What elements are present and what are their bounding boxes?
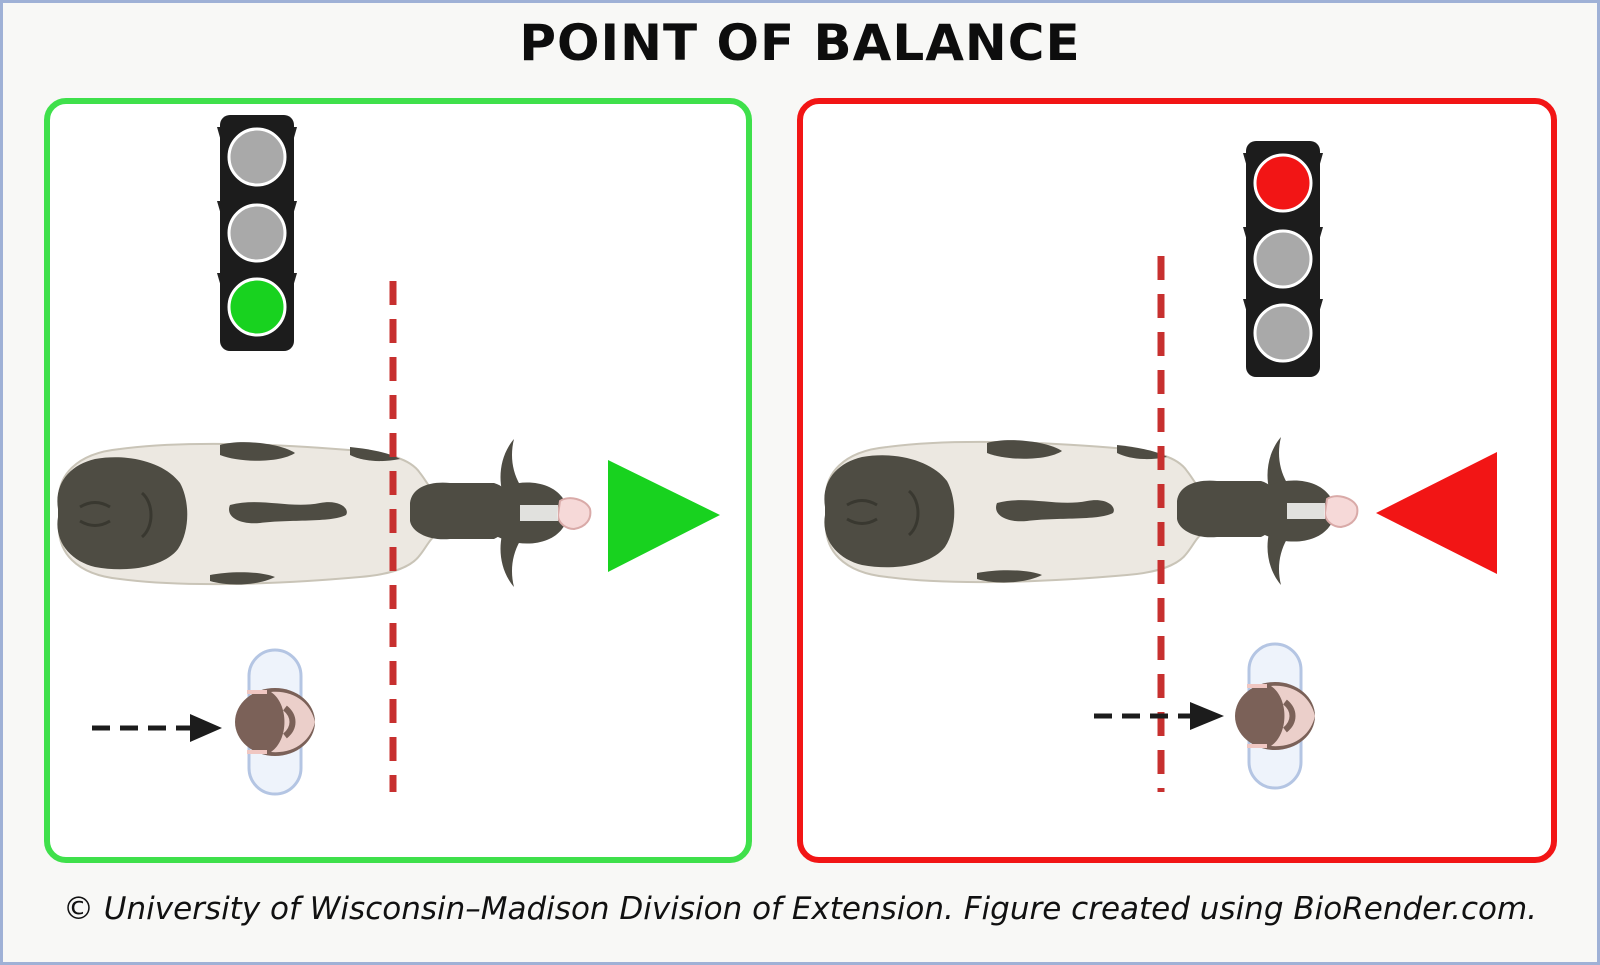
cow-icon xyxy=(55,437,592,589)
figure-title: POINT OF BALANCE xyxy=(519,14,1081,72)
copyright-caption: © University of Wisconsin–Madison Divisi… xyxy=(62,891,1538,927)
direction-arrow-icon xyxy=(608,460,720,572)
dashed-arrow-icon xyxy=(92,714,222,742)
traffic-light-icon xyxy=(1243,141,1323,377)
green-light xyxy=(227,277,287,337)
person-icon xyxy=(235,650,315,794)
traffic-light-icon xyxy=(217,115,297,351)
dashed-arrow-icon xyxy=(1094,702,1224,730)
person-icon xyxy=(1235,644,1315,788)
red-light xyxy=(1253,153,1313,213)
direction-arrow-icon xyxy=(1376,452,1497,574)
cow-icon xyxy=(822,435,1359,587)
